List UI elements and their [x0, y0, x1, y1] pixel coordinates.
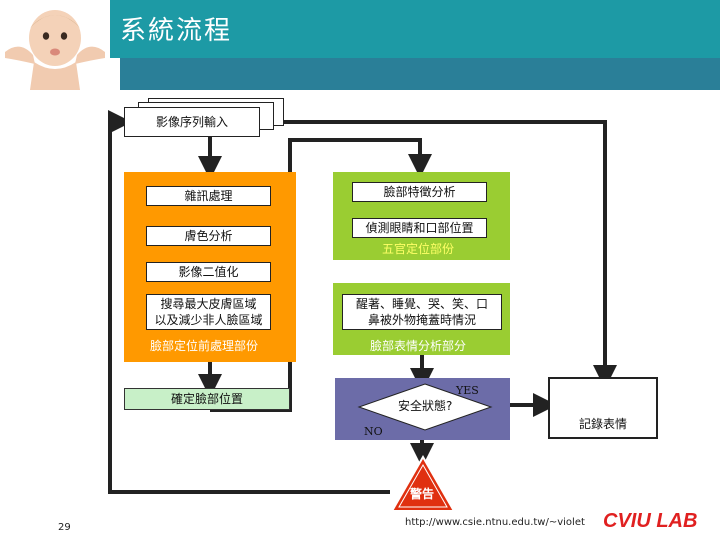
confirm-face-position-label: 確定臉部位置 [170, 391, 243, 406]
warning-triangle-icon [390, 455, 456, 512]
search-skin-region-label: 搜尋最大皮膚區域 以及減少非人臉區域 [154, 296, 263, 327]
page-number: 29 [58, 522, 71, 533]
no-label: NO [364, 425, 383, 438]
warning-label: 警告 [410, 487, 435, 501]
noise-processing-label: 雜訊處理 [184, 188, 233, 203]
noise-processing-box: 雜訊處理 [146, 186, 271, 206]
expression-analysis-label: 臉部表情分析部分 [370, 339, 467, 353]
yes-label: YES [456, 384, 479, 397]
skin-analysis-box: 膚色分析 [146, 226, 271, 246]
safe-state-question: 安全狀態? [398, 399, 453, 413]
expression-states-label: 醒著、睡覺、哭、笑、口 鼻被外物掩蓋時情況 [355, 296, 488, 327]
header-band [110, 0, 720, 58]
feature-analysis-box: 臉部特徵分析 [352, 182, 487, 202]
skin-analysis-label: 膚色分析 [184, 228, 233, 243]
header-strip-gap [110, 58, 120, 90]
detect-eye-mouth-label: 偵測眼睛和口部位置 [365, 220, 474, 235]
binarization-label: 影像二值化 [178, 264, 239, 279]
detect-eye-mouth-box: 偵測眼睛和口部位置 [352, 218, 487, 238]
face-locate-preprocess-label: 臉部定位前處理部份 [150, 339, 259, 353]
record-expression-box: 記錄表情 [548, 377, 658, 439]
slide-title: 系統流程 [120, 16, 233, 46]
search-skin-region-box: 搜尋最大皮膚區域 以及減少非人臉區域 [146, 294, 271, 330]
confirm-face-position-box: 確定臉部位置 [124, 388, 290, 410]
baby-photo [0, 0, 110, 90]
safe-decision-diamond [357, 383, 493, 431]
facial-locate-label: 五官定位部份 [382, 242, 455, 256]
expression-states-box: 醒著、睡覺、哭、笑、口 鼻被外物掩蓋時情況 [342, 294, 502, 330]
image-sequence-input: 影像序列輸入 [124, 107, 260, 137]
image-sequence-input-label: 影像序列輸入 [155, 114, 228, 129]
cviu-lab-logo: CVIU LAB [603, 510, 698, 532]
feature-analysis-label: 臉部特徵分析 [383, 184, 456, 199]
record-expression-label: 記錄表情 [578, 416, 627, 431]
binarization-box: 影像二值化 [146, 262, 271, 282]
header-strip [120, 58, 720, 90]
footer-url: http://www.csie.ntnu.edu.tw/~violet [405, 517, 585, 528]
